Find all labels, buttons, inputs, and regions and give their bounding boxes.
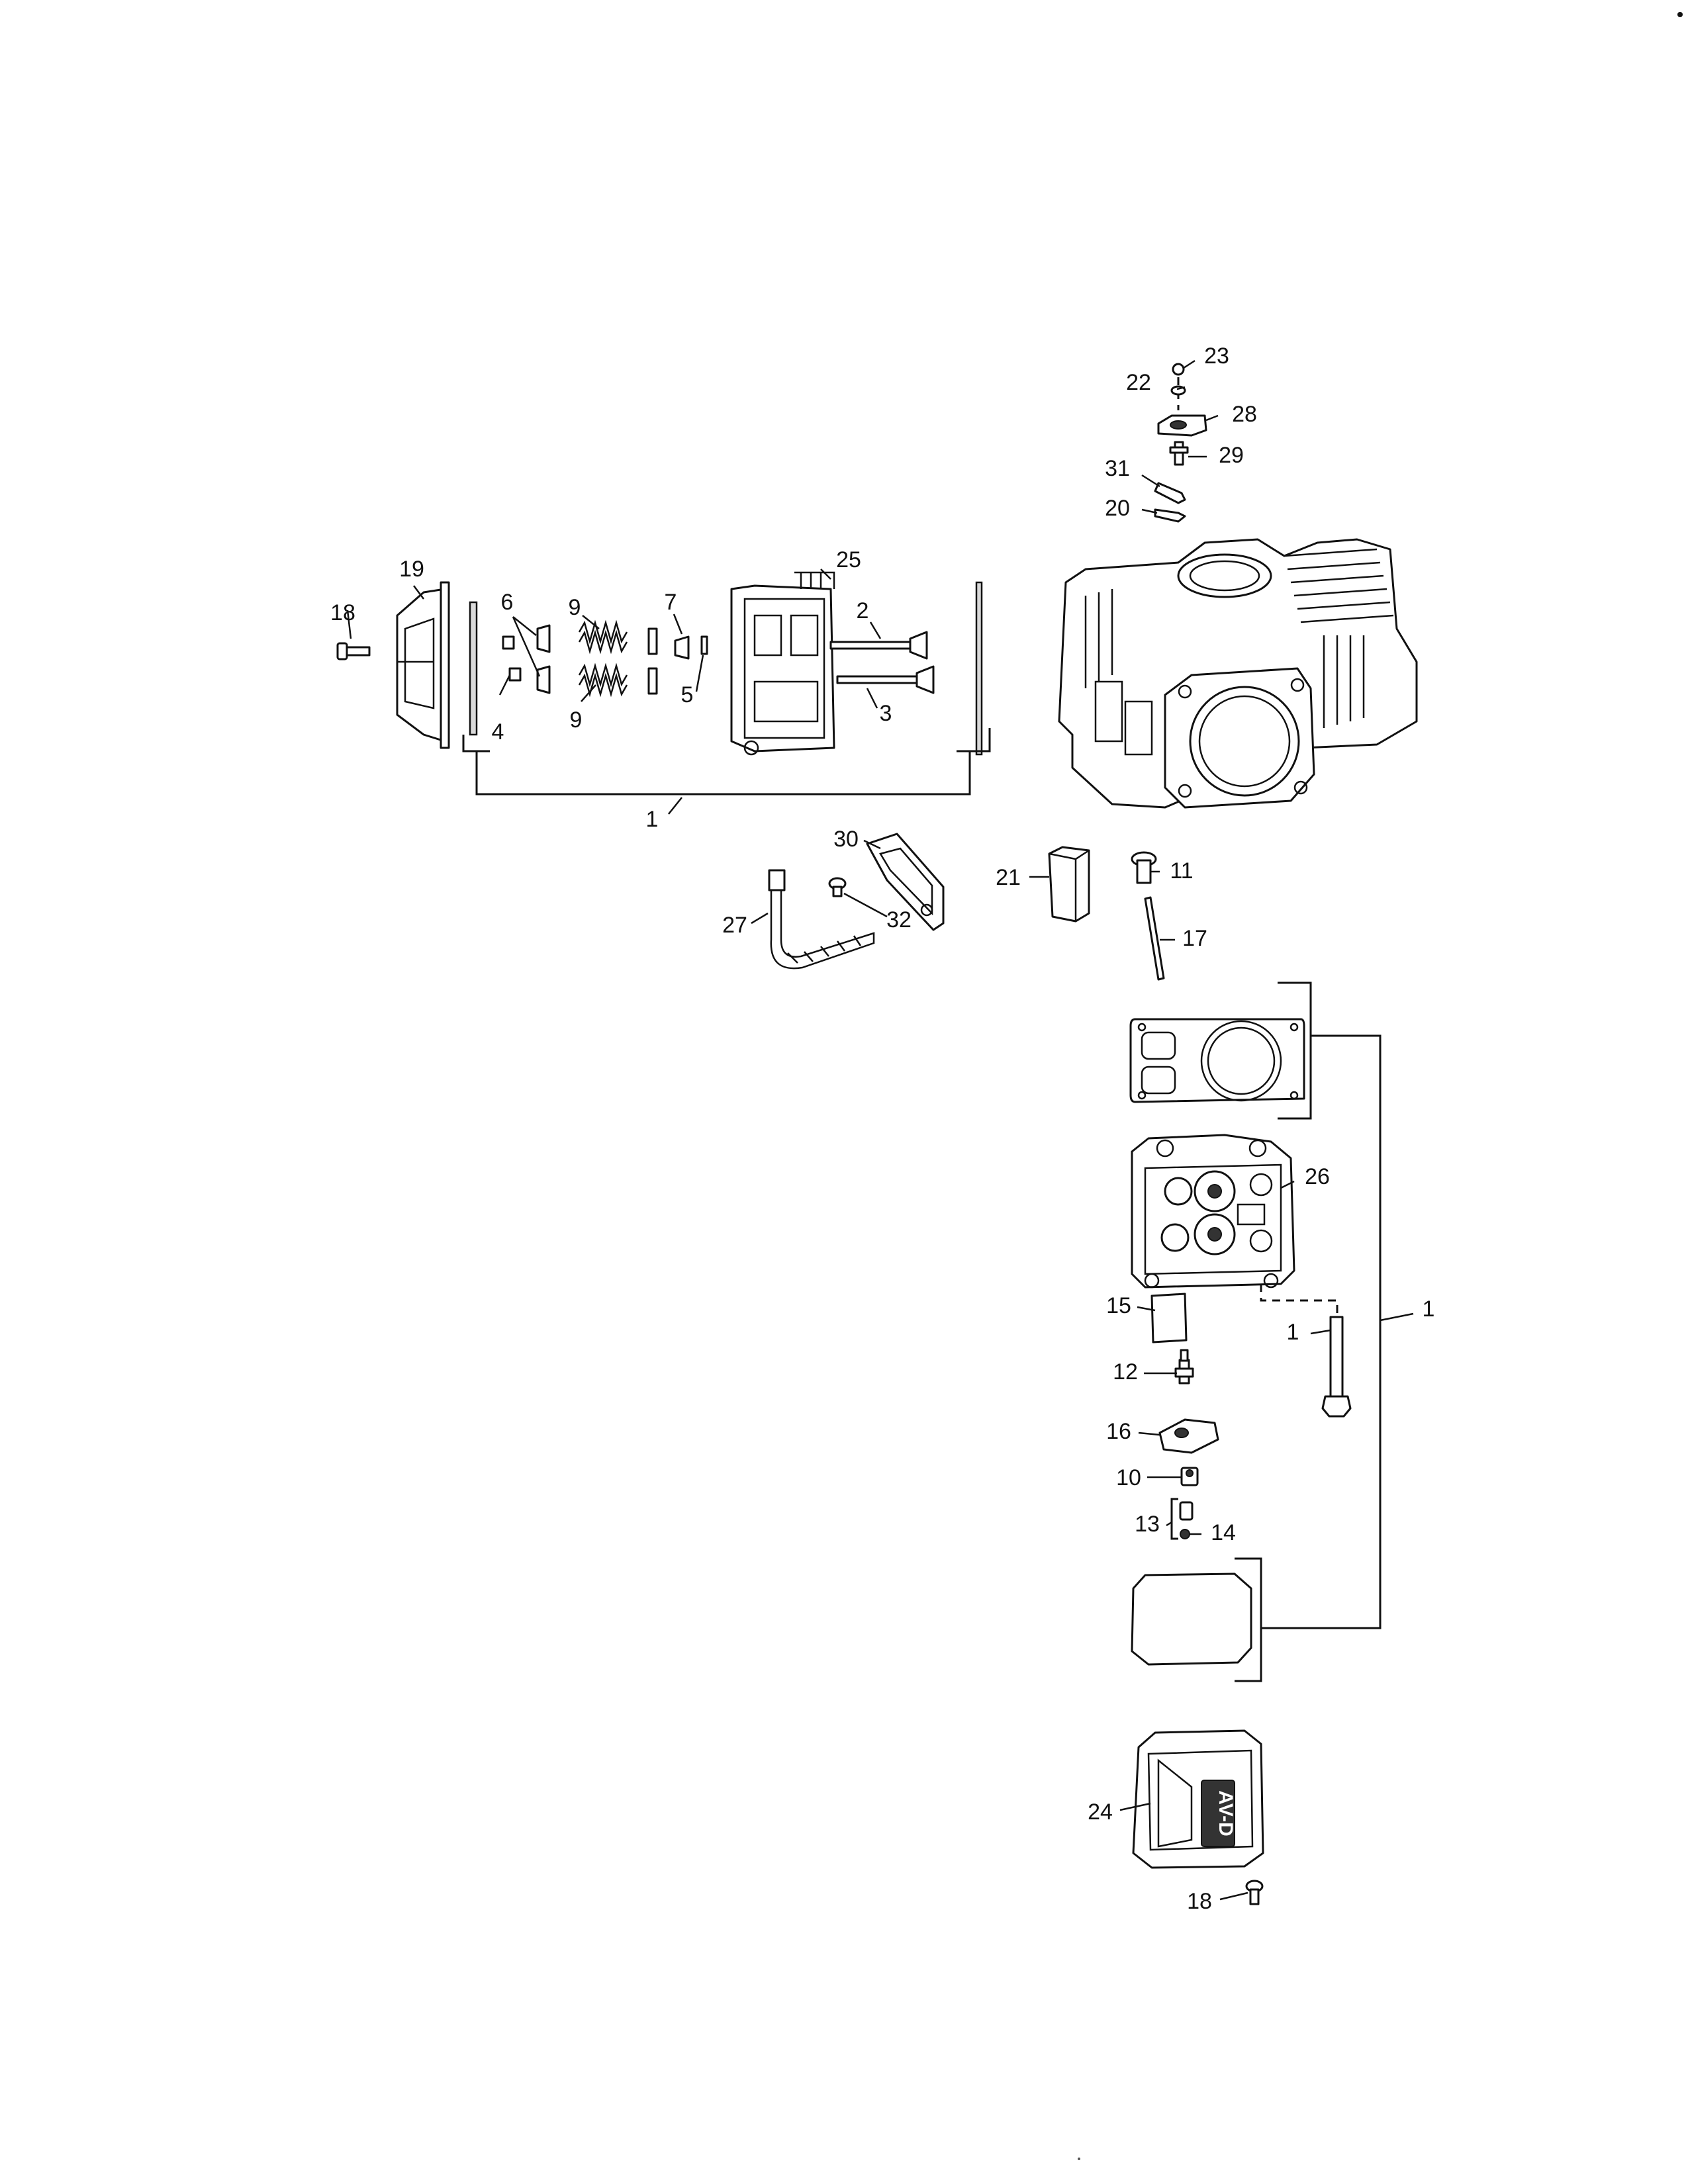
leader-lines [346, 359, 1414, 1901]
part-breather-cover-30 [866, 833, 945, 931]
callout-18-left: 18 [330, 600, 355, 625]
bracket-assembly-1-top [462, 728, 991, 796]
callout-25: 25 [836, 547, 861, 572]
callout-26: 26 [1305, 1164, 1330, 1189]
callout-10: 10 [1116, 1465, 1141, 1490]
callout-14: 14 [1211, 1520, 1236, 1545]
callout-1-top: 1 [646, 807, 659, 832]
part-valve-cover-19 [396, 581, 450, 749]
part-reed-31 [1154, 482, 1186, 504]
part-screw-18-left [336, 642, 371, 660]
callout-22: 22 [1126, 370, 1151, 395]
callout-9-lower: 9 [570, 707, 583, 733]
callout-9-upper: 9 [569, 595, 581, 620]
part-breather-plate-28 [1157, 414, 1207, 437]
part-valve-seal-7 [674, 635, 690, 660]
engine-cylinder-face [1094, 667, 1315, 809]
callout-18-bottom: 18 [1187, 1889, 1212, 1914]
part-nut-23 [1172, 363, 1185, 376]
callout-12: 12 [1113, 1359, 1138, 1385]
callout-4: 3 [880, 701, 892, 726]
part-stud-29 [1169, 441, 1189, 466]
callout-27: 27 [722, 913, 747, 938]
part-rocker-stud-12 [1174, 1349, 1194, 1385]
part-springs-9 [578, 619, 628, 698]
bracket-13 [1170, 1498, 1178, 1540]
part-head-gasket [1129, 1018, 1305, 1103]
callout-13: 13 [1135, 1512, 1160, 1537]
part-valve-guides [647, 627, 658, 695]
callout-23: 23 [1204, 343, 1229, 369]
part-retainers-8 [536, 624, 551, 694]
scan-speck [1078, 2158, 1080, 2160]
callout-19: 19 [399, 557, 424, 582]
callout-17: 17 [1182, 926, 1207, 951]
part-head-gasket-left [975, 581, 983, 756]
callout-28: 28 [1232, 402, 1257, 427]
part-engine-block [1058, 538, 1418, 809]
callout-6: 4 [492, 719, 504, 745]
part-screw-18-bottom [1245, 1880, 1264, 1905]
callout-11: 11 [1170, 858, 1193, 884]
callout-21: 21 [996, 865, 1021, 890]
part-breather-hose-27 [768, 869, 875, 970]
callout-5: 5 [681, 682, 694, 707]
part-adjuster-13 [1179, 1501, 1194, 1521]
callout-24: 24 [1088, 1799, 1113, 1825]
part-cover-gasket [1131, 1572, 1252, 1666]
part-lifter-11 [1131, 851, 1157, 884]
part-valve-exhaust-4 [836, 665, 935, 694]
part-cylinder-head-25 [730, 571, 835, 756]
scan-speck [1677, 12, 1683, 17]
part-rocker-arm-16 [1158, 1418, 1219, 1454]
callout-8: 6 [501, 590, 514, 615]
callout-7: 7 [665, 590, 677, 615]
callout-3: 2 [857, 598, 869, 623]
callout-labels: 18 19 6 4 9 9 7 5 25 2 3 1 23 22 28 29 3… [330, 343, 1434, 1914]
callout-20: 20 [1105, 496, 1130, 521]
callout-16: 16 [1106, 1419, 1131, 1444]
part-pushrod-17 [1144, 896, 1165, 981]
bracket-assembly-1-right [1261, 1034, 1382, 1629]
callout-30: 30 [833, 827, 859, 852]
part-head-bolt-2 [1321, 1316, 1352, 1418]
bracket-cover-gasket [1235, 1557, 1262, 1682]
cover-logo-text: AV-D [1215, 1790, 1237, 1836]
part-reed-20 [1154, 508, 1186, 523]
part-nut-14 [1180, 1529, 1190, 1539]
bolt-leader-dash [1260, 1284, 1338, 1320]
part-filter-21 [1048, 846, 1090, 923]
callout-2: 1 [1287, 1320, 1299, 1345]
part-cover-gasket-left [469, 601, 478, 736]
part-pivot-10 [1180, 1467, 1199, 1486]
part-guide-plate-15 [1150, 1293, 1188, 1343]
part-valve-intake-3 [829, 631, 928, 660]
part-screw-32 [828, 877, 847, 897]
callout-1-right: 1 [1423, 1297, 1435, 1322]
part-cylinder-head-26 [1131, 1134, 1295, 1289]
callout-31: 31 [1105, 456, 1130, 481]
left-head-assembly [336, 571, 991, 796]
part-keepers-6 [502, 635, 522, 682]
cover-logo: AV-D [1201, 1780, 1237, 1847]
part-valve-cover-24: AV-D [1132, 1729, 1264, 1869]
callout-29: 29 [1219, 443, 1244, 468]
bracket-gasket [1278, 981, 1312, 1120]
part-clip-5 [700, 635, 708, 655]
callout-32: 32 [886, 907, 912, 933]
engine-fins [1084, 548, 1394, 728]
callout-15: 15 [1106, 1293, 1131, 1318]
